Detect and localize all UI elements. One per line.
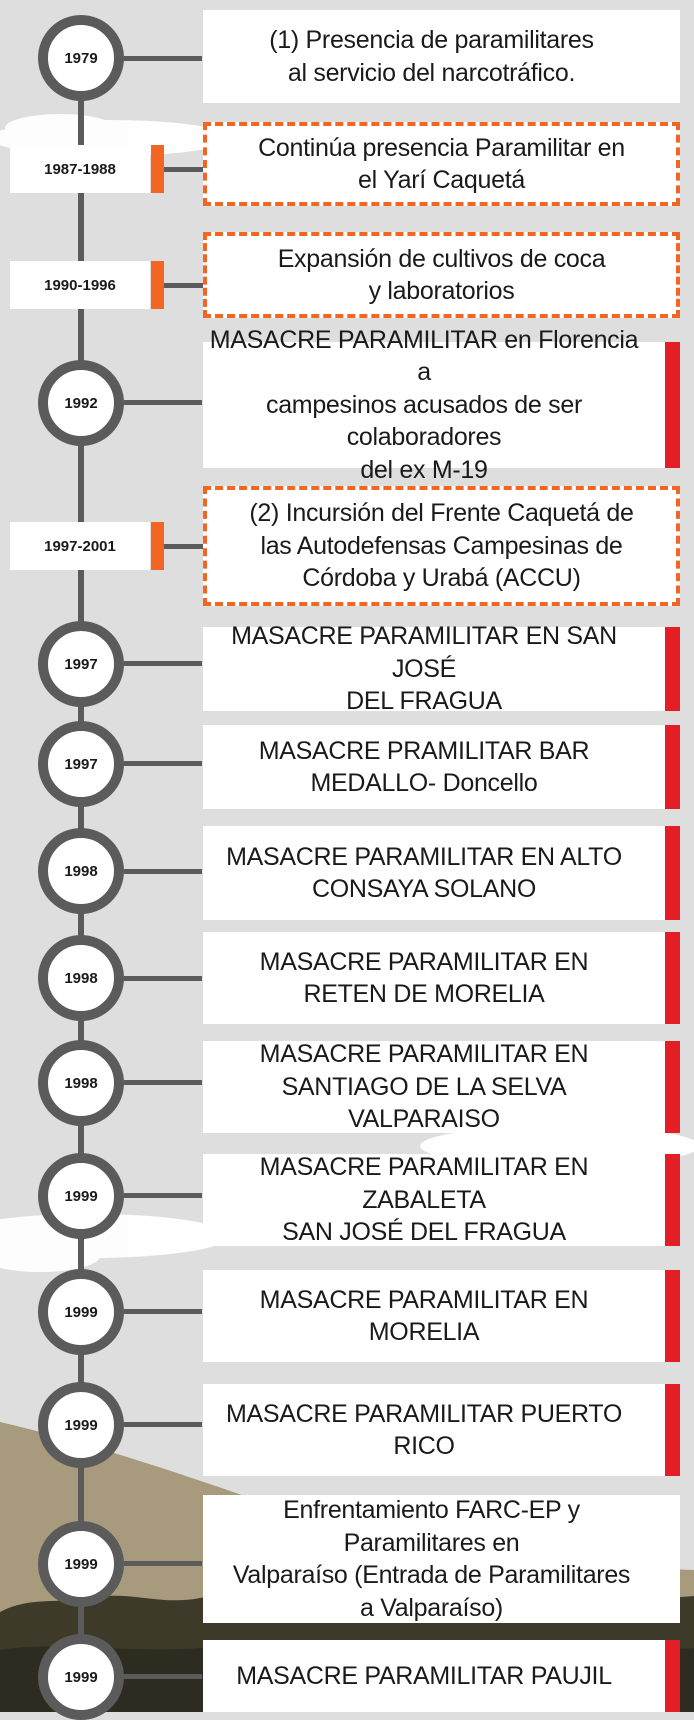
connector	[124, 661, 202, 666]
connector	[124, 1309, 202, 1314]
event-text: Continúa presencia Paramilitar en el Yar…	[258, 133, 625, 195]
event-card: (1) Presencia de paramilitares al servic…	[203, 10, 680, 103]
event-text: MASACRE PARAMILITAR PAUJIL	[236, 1661, 612, 1690]
connector	[124, 1193, 202, 1198]
range-accent	[151, 261, 164, 309]
connector	[124, 1561, 202, 1566]
event-card: MASACRE PARAMILITAR PUERTO RICO	[203, 1384, 680, 1476]
year-node: 1997	[38, 721, 124, 807]
event-text: MASACRE PARAMILITAR EN SAN JOSÉ DEL FRAG…	[231, 622, 617, 716]
range-accent	[151, 145, 164, 193]
event-text: Expansión de cultivos de coca y laborato…	[277, 244, 606, 306]
event-card: MASACRE PARAMILITAR EN SANTIAGO DE LA SE…	[203, 1040, 680, 1134]
event-card: Enfrentamiento FARC-EP y Paramilitares e…	[203, 1495, 680, 1623]
connector	[124, 761, 202, 766]
event-text: MASACRE PARAMILITAR EN ALTO CONSAYA SOLA…	[226, 842, 622, 904]
year-node: 1998	[38, 828, 124, 914]
event-card: MASACRE PARAMILITAR EN MORELIA	[203, 1270, 680, 1362]
connector	[164, 544, 204, 549]
year-node: 1992	[38, 360, 124, 446]
connector	[164, 167, 204, 172]
year-node: 1979	[38, 15, 124, 101]
event-text: MASACRE PRAMILITAR BAR MEDALLO- Doncello	[258, 736, 590, 798]
year-range-label: 1987-1988	[10, 145, 150, 193]
event-card: MASACRE PARAMILITAR PAUJIL	[203, 1640, 680, 1712]
year-range-label: 1997-2001	[10, 522, 150, 570]
connector	[124, 56, 202, 61]
year-node: 1999	[38, 1269, 124, 1355]
event-text: MASACRE PARAMILITAR EN RETEN DE MORELIA	[259, 947, 589, 1009]
event-card: MASACRE PARAMILITAR EN RETEN DE MORELIA	[203, 932, 680, 1024]
connector	[124, 976, 202, 981]
connector	[124, 1674, 202, 1679]
event-card: Expansión de cultivos de coca y laborato…	[203, 232, 680, 318]
event-text: (2) Incursión del Frente Caquetá de las …	[249, 499, 634, 593]
year-node: 1999	[38, 1634, 124, 1720]
event-card: MASACRE PARAMILITAR EN SAN JOSÉ DEL FRAG…	[203, 622, 680, 715]
event-text: (1) Presencia de paramilitares al servic…	[269, 26, 594, 87]
year-node: 1999	[38, 1521, 124, 1607]
event-text: MASACRE PARAMILITAR EN SANTIAGO DE LA SE…	[259, 1040, 589, 1134]
connector	[124, 1422, 202, 1427]
range-accent	[151, 522, 164, 570]
year-node: 1998	[38, 1040, 124, 1126]
event-text: MASACRE PARAMILITAR EN ZABALETA SAN JOSÉ…	[259, 1153, 589, 1247]
event-card: MASACRE PARAMILITAR EN ZABALETA SAN JOSÉ…	[203, 1153, 680, 1247]
event-card: MASACRE PARAMILITAR EN ALTO CONSAYA SOLA…	[203, 826, 680, 920]
event-text: MASACRE PARAMILITAR en Florencia a campe…	[209, 325, 639, 484]
connector	[124, 869, 202, 874]
event-text: MASACRE PARAMILITAR PUERTO RICO	[226, 1399, 622, 1461]
event-card: MASACRE PARAMILITAR en Florencia a campe…	[203, 326, 680, 484]
event-text: MASACRE PARAMILITAR EN MORELIA	[259, 1285, 589, 1347]
connector	[164, 283, 204, 288]
connector	[124, 400, 202, 405]
event-card: Continúa presencia Paramilitar en el Yar…	[203, 122, 680, 206]
year-node: 1999	[38, 1382, 124, 1468]
event-card: (2) Incursión del Frente Caquetá de las …	[203, 486, 680, 606]
year-node: 1998	[38, 935, 124, 1021]
connector	[124, 1080, 202, 1085]
event-card: MASACRE PRAMILITAR BAR MEDALLO- Doncello	[203, 725, 680, 809]
year-range-label: 1990-1996	[10, 261, 150, 309]
year-node: 1999	[38, 1153, 124, 1239]
year-node: 1997	[38, 621, 124, 707]
event-text: Enfrentamiento FARC-EP y Paramilitares e…	[232, 1496, 631, 1622]
